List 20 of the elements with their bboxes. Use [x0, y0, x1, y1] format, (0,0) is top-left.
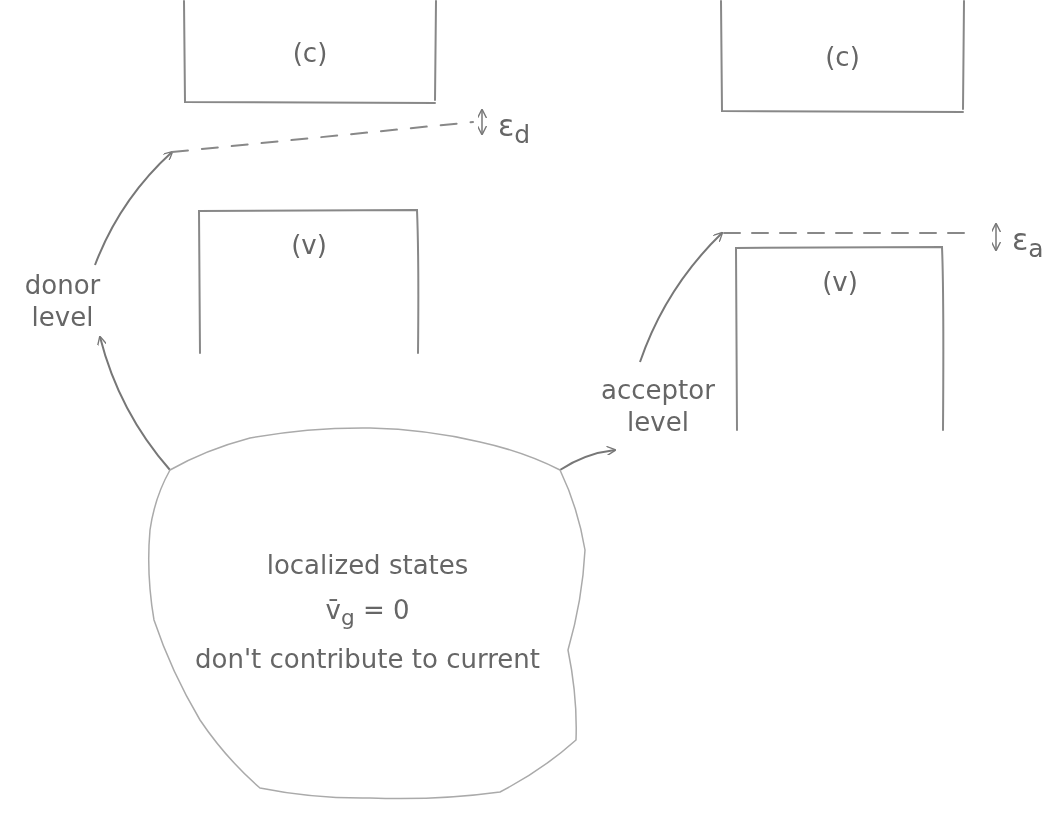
band-box — [735, 245, 945, 430]
arrow — [97, 335, 171, 471]
note-text: don't contribute to current — [195, 643, 540, 676]
band-box — [183, 0, 437, 106]
arrow — [559, 445, 617, 471]
text-label: acceptor level — [600, 373, 716, 439]
text-label: (c) — [292, 36, 328, 70]
band-box — [720, 0, 965, 115]
note-text: localized states — [266, 549, 469, 582]
text-label: (c) — [825, 41, 860, 74]
text-label: (v) — [291, 229, 327, 262]
symbol-label: ε$_{a}$ — [1012, 222, 1044, 263]
symbol-label: ε$_{d}$ — [498, 108, 531, 149]
arrow — [94, 150, 174, 266]
arrow — [639, 231, 724, 363]
band-box — [198, 208, 420, 353]
dashed-level-line — [170, 118, 475, 156]
text-label: donor level — [23, 268, 102, 334]
formula-text: v̄$_{g}$ = 0 — [325, 593, 410, 632]
text-label: (v) — [822, 266, 858, 299]
